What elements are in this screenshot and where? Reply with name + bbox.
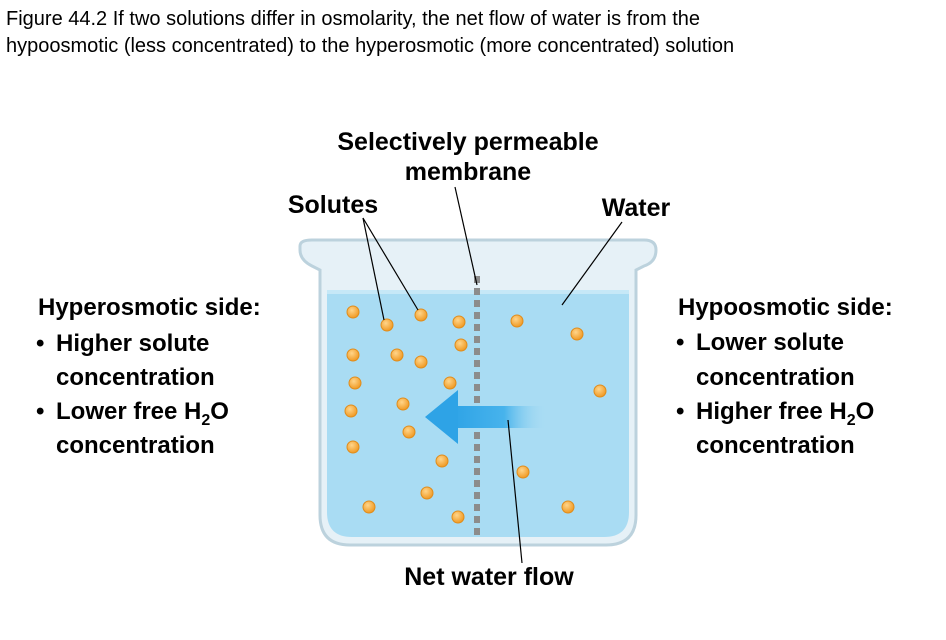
- bullet-icon: •: [676, 398, 684, 425]
- bullet-icon: •: [36, 398, 44, 425]
- solute: [380, 318, 394, 332]
- solute: [454, 338, 468, 352]
- solute: [443, 376, 457, 390]
- solute: [414, 308, 428, 322]
- right-bullet2-line1: Higher free H2O: [696, 398, 874, 429]
- solute: [452, 315, 466, 329]
- right-bullet2-suffix: O: [856, 398, 875, 425]
- solute: [561, 500, 575, 514]
- solutes-right: [510, 314, 607, 514]
- solute: [510, 314, 524, 328]
- left-bullet1-line2: concentration: [56, 364, 215, 391]
- solute: [414, 355, 428, 369]
- net-water-flow-label: Net water flow: [404, 563, 574, 591]
- solute: [390, 348, 404, 362]
- solute: [516, 465, 530, 479]
- leader-lines: [362, 186, 623, 564]
- left-bullet1-line1: Higher solute: [56, 330, 209, 357]
- net-water-flow-arrow: [425, 390, 547, 444]
- left-bullet2-line2: concentration: [56, 432, 215, 459]
- solute: [346, 348, 360, 362]
- membrane-label-line-2: membrane: [405, 158, 532, 186]
- water-label: Water: [602, 194, 671, 222]
- net-flow-leader: [507, 419, 523, 564]
- right-bullet1-line2: concentration: [696, 364, 855, 391]
- left-bullet2-suffix: O: [210, 398, 229, 425]
- solutes-left: [344, 305, 468, 524]
- solute: [346, 440, 360, 454]
- caption-line-2: hypoosmotic (less concentrated) to the h…: [6, 35, 735, 57]
- solutes-leader-2: [362, 217, 419, 311]
- water-leader: [561, 221, 623, 306]
- solute: [593, 384, 607, 398]
- solute: [396, 397, 410, 411]
- bullet-icon: •: [676, 329, 684, 356]
- bullet-icon: •: [36, 330, 44, 357]
- left-bullet2-sub: 2: [201, 412, 210, 429]
- left-bullet2-prefix: Lower free H: [56, 398, 201, 425]
- right-bullet2-sub: 2: [847, 412, 856, 429]
- solutes-leader-1: [362, 217, 385, 321]
- right-bullet2-line2: concentration: [696, 432, 855, 459]
- hyperosmotic-side: Hyperosmotic side: • Higher solute conce…: [36, 294, 261, 459]
- right-bullet2-prefix: Higher free H: [696, 398, 847, 425]
- solute: [346, 305, 360, 319]
- solute: [435, 454, 449, 468]
- membrane-leader: [454, 186, 478, 286]
- solutes-label: Solutes: [288, 191, 378, 219]
- solute: [570, 327, 584, 341]
- figure-caption: Figure 44.2 If two solutions differ in o…: [6, 6, 936, 60]
- caption-line-1: Figure 44.2 If two solutions differ in o…: [6, 8, 701, 30]
- solute: [402, 425, 416, 439]
- solute: [362, 500, 376, 514]
- solute: [420, 486, 434, 500]
- right-bullet1-line1: Lower solute: [696, 329, 844, 356]
- left-bullet2-line1: Lower free H2O: [56, 398, 229, 429]
- hypoosmotic-side: Hypoosmotic side: • Lower solute concent…: [676, 294, 893, 459]
- solute: [451, 510, 465, 524]
- hyperosmotic-title: Hyperosmotic side:: [38, 294, 261, 321]
- hypoosmotic-title: Hypoosmotic side:: [678, 294, 893, 321]
- membrane-label-line-1: Selectively permeable: [337, 128, 598, 156]
- solute: [348, 376, 362, 390]
- solute: [344, 404, 358, 418]
